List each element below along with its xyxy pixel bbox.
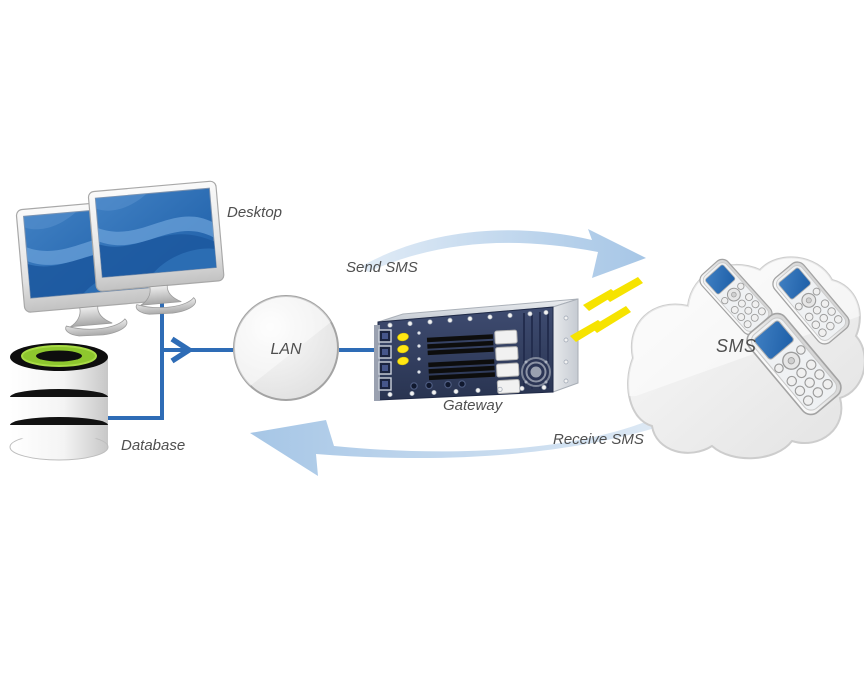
server-led-lights bbox=[397, 332, 409, 366]
server-fan-icon bbox=[521, 357, 551, 387]
label-gateway: Gateway bbox=[443, 397, 504, 414]
label-receive-sms: Receive SMS bbox=[553, 431, 644, 448]
receive-sms-arrow bbox=[250, 414, 668, 476]
connector-lines bbox=[108, 303, 379, 420]
desktop-monitors-icon bbox=[16, 181, 227, 342]
send-sms-arrow bbox=[362, 229, 646, 278]
database-icon bbox=[9, 343, 109, 461]
lightning-bolt-icon bbox=[570, 277, 643, 342]
server-ports bbox=[378, 329, 392, 391]
label-sms: SMS bbox=[716, 336, 757, 356]
lan-node bbox=[233, 295, 339, 401]
label-desktop: Desktop bbox=[227, 204, 282, 221]
label-database: Database bbox=[121, 437, 185, 454]
flow-arrowhead-icon bbox=[170, 336, 195, 364]
server-round-ports bbox=[410, 380, 466, 390]
label-send-sms: Send SMS bbox=[346, 259, 418, 276]
server-screws bbox=[387, 309, 569, 398]
gateway-server-icon bbox=[374, 298, 579, 401]
desktop-database-connector bbox=[108, 303, 164, 420]
label-lan: LAN bbox=[270, 341, 302, 358]
server-card-slots bbox=[426, 329, 521, 394]
